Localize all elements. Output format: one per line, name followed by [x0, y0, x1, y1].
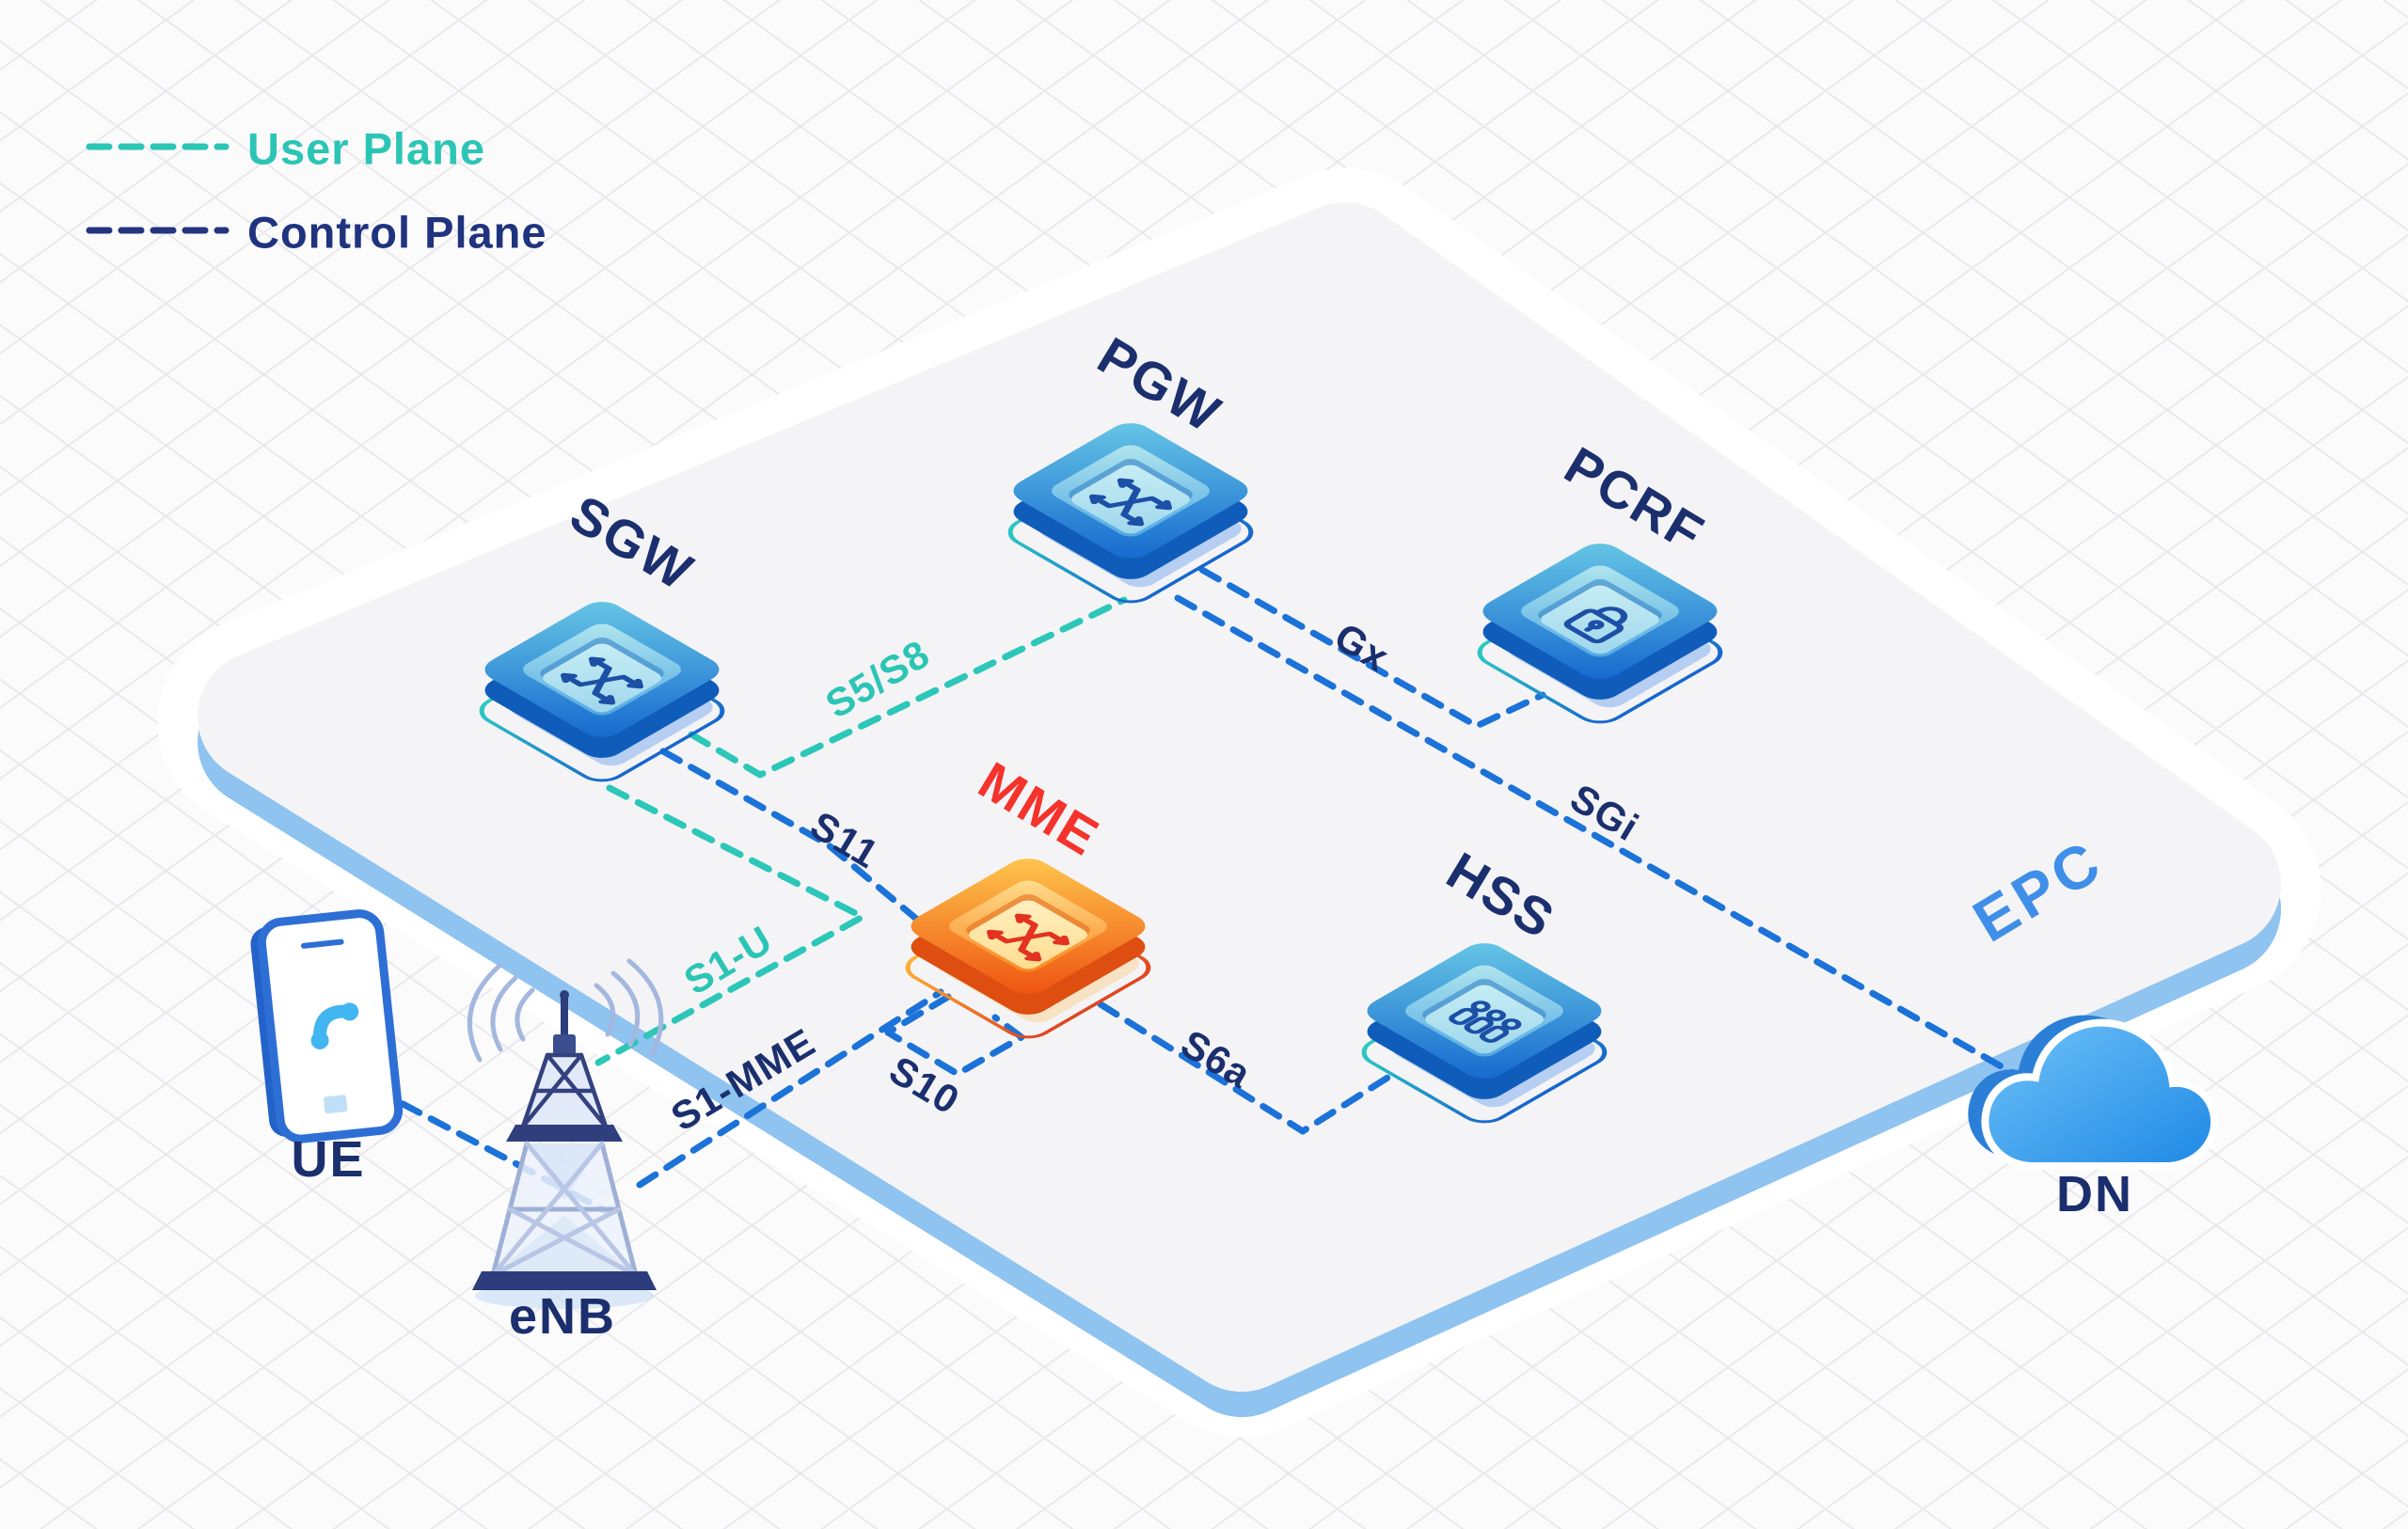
signal-waves-icon	[467, 958, 664, 1063]
node-ue	[250, 909, 404, 1143]
ue-label: UE	[291, 1131, 365, 1188]
node-enb	[467, 958, 664, 1309]
phone-handset-icon	[310, 1002, 359, 1049]
phone-speaker	[300, 938, 344, 949]
phone-home-button	[324, 1095, 348, 1114]
smartphone-icon	[257, 909, 404, 1143]
link-s1u	[594, 784, 866, 1066]
legend: User Plane Control Plane	[86, 124, 547, 258]
dn-label: DN	[2056, 1166, 2133, 1222]
link-s11	[659, 748, 926, 927]
radio-tower-icon	[472, 990, 657, 1290]
link-s10	[884, 993, 1025, 1078]
user-plane-legend-label: User Plane	[247, 124, 485, 174]
link-s1mme	[636, 988, 944, 1189]
enb-label: eNB	[509, 1288, 616, 1345]
link-s6a	[1097, 1001, 1396, 1135]
link-gx	[1198, 566, 1546, 730]
cloud-icon	[1981, 1018, 2219, 1170]
node-dn	[1968, 1015, 2219, 1170]
interface-links	[371, 566, 2028, 1217]
link-sgi	[1174, 594, 2028, 1083]
control-plane-legend-label: Control Plane	[247, 208, 547, 258]
platform-surface	[198, 202, 2281, 1392]
epc-platform	[157, 167, 2321, 1438]
link-s5s8	[688, 596, 1128, 779]
